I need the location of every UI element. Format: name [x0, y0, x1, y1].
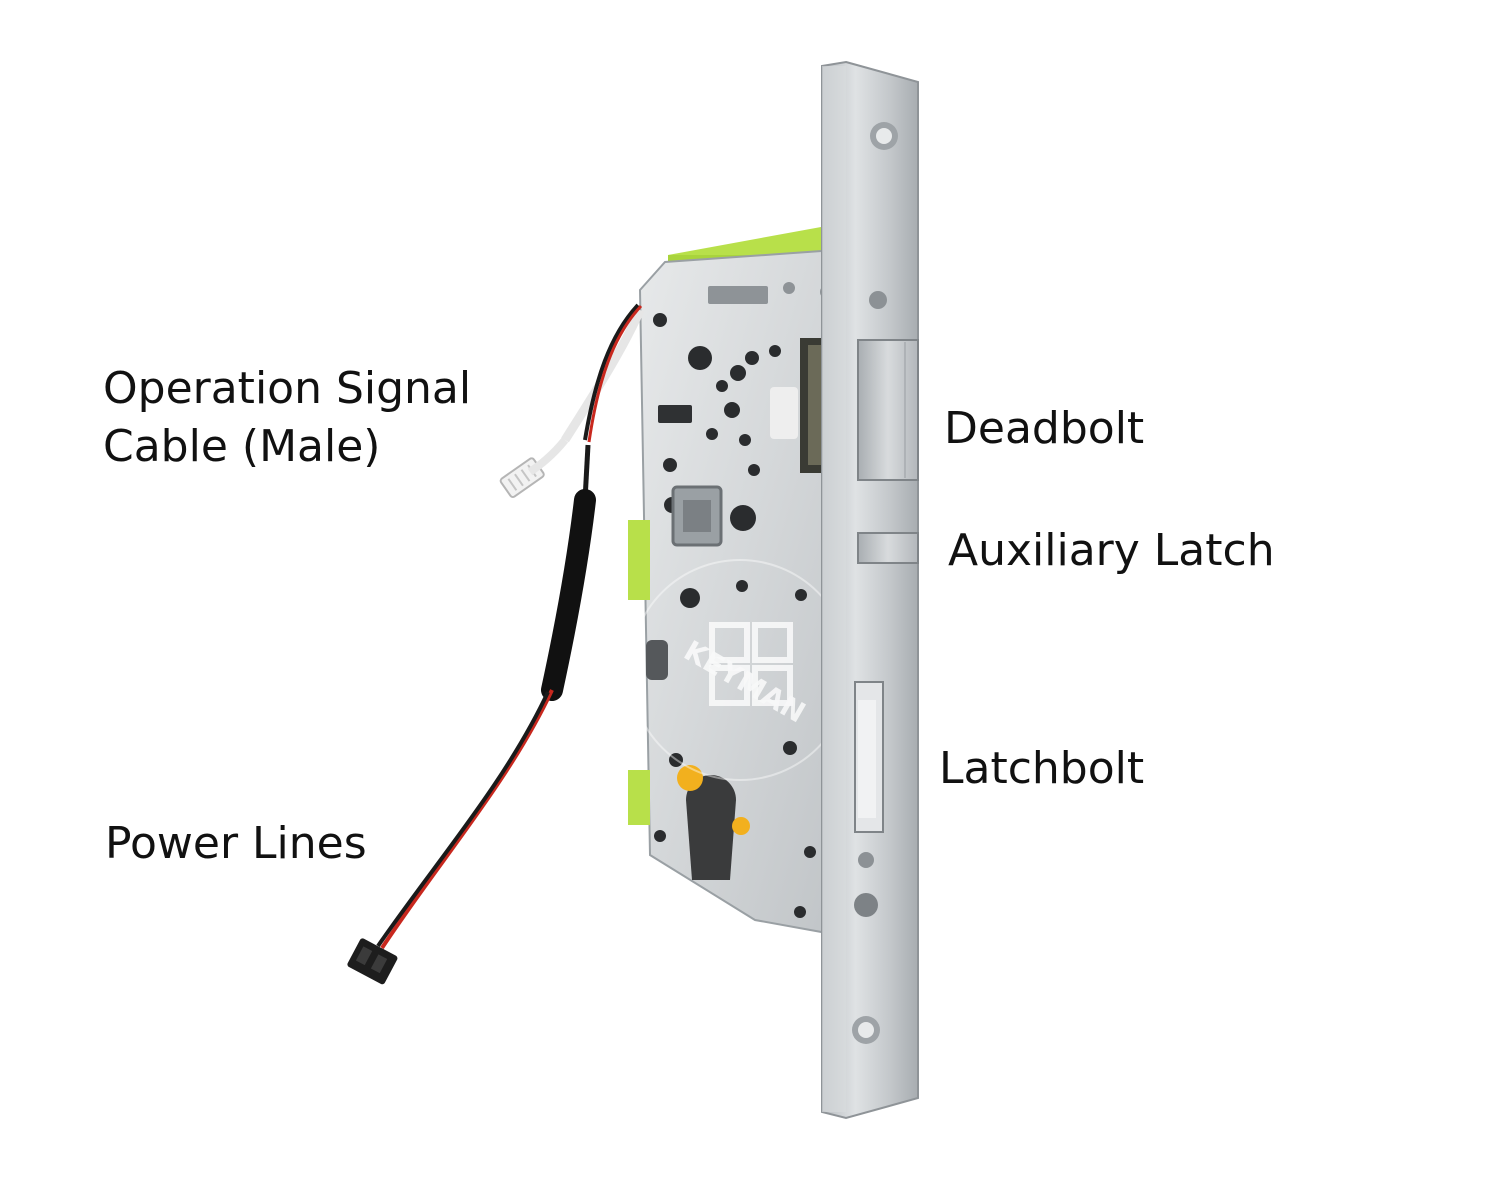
operation-signal-cable-label-line1: Operation Signal [103, 363, 472, 414]
signal-cable [499, 303, 645, 498]
deadbolt [857, 339, 919, 481]
power-lines [347, 444, 596, 985]
operation-signal-cable-label-line2: Cable (Male) [103, 421, 381, 472]
faceplate [821, 60, 919, 1120]
lock-case [628, 248, 840, 937]
auxiliary-latch-label: Auxiliary Latch [948, 525, 1275, 576]
operation-signal-cable-label: Operation Signal Cable (Male) [103, 360, 471, 476]
latchbolt [854, 681, 884, 833]
deadbolt-label: Deadbolt [944, 403, 1145, 454]
power-lines-label: Power Lines [105, 818, 367, 869]
auxiliary-latch [857, 532, 919, 564]
latchbolt-label: Latchbolt [939, 743, 1145, 794]
